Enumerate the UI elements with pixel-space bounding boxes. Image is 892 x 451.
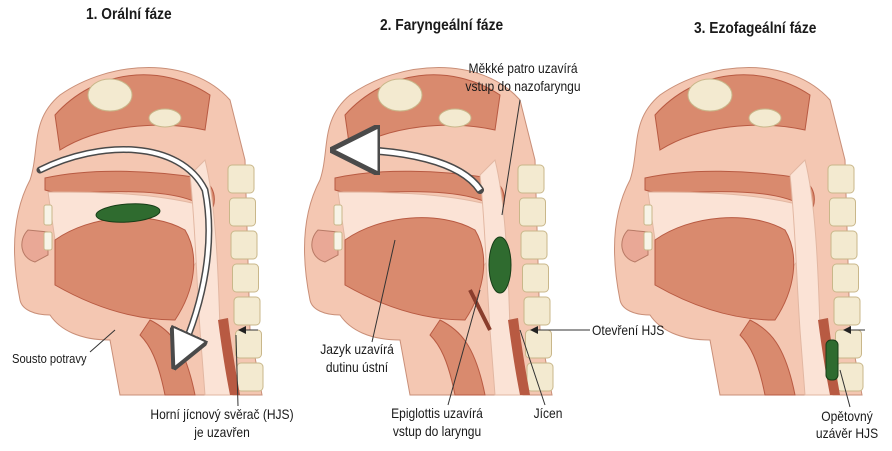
vertebra bbox=[237, 363, 263, 391]
panel-title-oral: 1. Orální fáze bbox=[86, 6, 172, 24]
label-tongue-line2: dutinu ústní bbox=[310, 359, 405, 375]
sinus-bone bbox=[688, 79, 732, 111]
label-ues-closed-line1: Horní jícnový svěrač (HJS) bbox=[136, 406, 308, 422]
vertebra bbox=[834, 297, 860, 325]
vertebra bbox=[830, 198, 856, 226]
vertebra bbox=[234, 297, 260, 325]
lower-teeth bbox=[334, 232, 342, 250]
label-epiglottis-line1: Epiglottis uzavírá bbox=[373, 405, 502, 421]
head-section-oral bbox=[15, 68, 263, 396]
label-ues-closed-line2: je uzavřen bbox=[136, 424, 308, 440]
sinus-bone bbox=[88, 79, 132, 111]
upper-teeth bbox=[334, 205, 342, 225]
panel-title-pharyngeal: 2. Faryngeální fáze bbox=[380, 17, 503, 35]
sinus-bone bbox=[378, 79, 422, 111]
vertebra bbox=[233, 264, 259, 292]
bolus bbox=[489, 237, 511, 293]
sphenoid-bone bbox=[749, 109, 781, 127]
label-soft-palate-line2: vstup do nazofaryngu bbox=[450, 78, 596, 94]
label-ues-reclosed-line1: Opětovný bbox=[812, 408, 883, 424]
label-ues-open: Otevření HJS bbox=[592, 322, 664, 338]
label-esophagus: Jícen bbox=[522, 405, 574, 421]
label-epiglottis-line2: vstup do laryngu bbox=[373, 423, 502, 439]
vertebra bbox=[524, 297, 550, 325]
label-soft-palate-line1: Měkké patro uzavírá bbox=[450, 60, 596, 76]
vertebra bbox=[521, 231, 547, 259]
vertebra bbox=[523, 264, 549, 292]
upper-teeth bbox=[44, 205, 52, 225]
label-ues-reclosed-line2: uzávěr HJS bbox=[812, 425, 883, 441]
head-section-esophageal bbox=[615, 68, 863, 396]
label-tongue-line1: Jazyk uzavírá bbox=[310, 341, 405, 357]
upper-teeth bbox=[644, 205, 652, 225]
vertebra bbox=[518, 165, 544, 193]
vertebra bbox=[837, 363, 863, 391]
label-bolus: Sousto potravy bbox=[12, 351, 87, 367]
vertebra bbox=[520, 198, 546, 226]
vertebra bbox=[526, 330, 552, 358]
lower-teeth bbox=[644, 232, 652, 250]
vertebra bbox=[831, 231, 857, 259]
vertebra bbox=[527, 363, 553, 391]
vertebra bbox=[230, 198, 256, 226]
vertebra bbox=[228, 165, 254, 193]
vertebra bbox=[236, 330, 262, 358]
vertebra bbox=[836, 330, 862, 358]
vertebra bbox=[833, 264, 859, 292]
sphenoid-bone bbox=[149, 109, 181, 127]
panel-title-esophageal: 3. Ezofageální fáze bbox=[694, 20, 816, 38]
bolus bbox=[826, 340, 838, 380]
lower-teeth bbox=[44, 232, 52, 250]
vertebra bbox=[231, 231, 257, 259]
sphenoid-bone bbox=[439, 109, 471, 127]
vertebra bbox=[828, 165, 854, 193]
